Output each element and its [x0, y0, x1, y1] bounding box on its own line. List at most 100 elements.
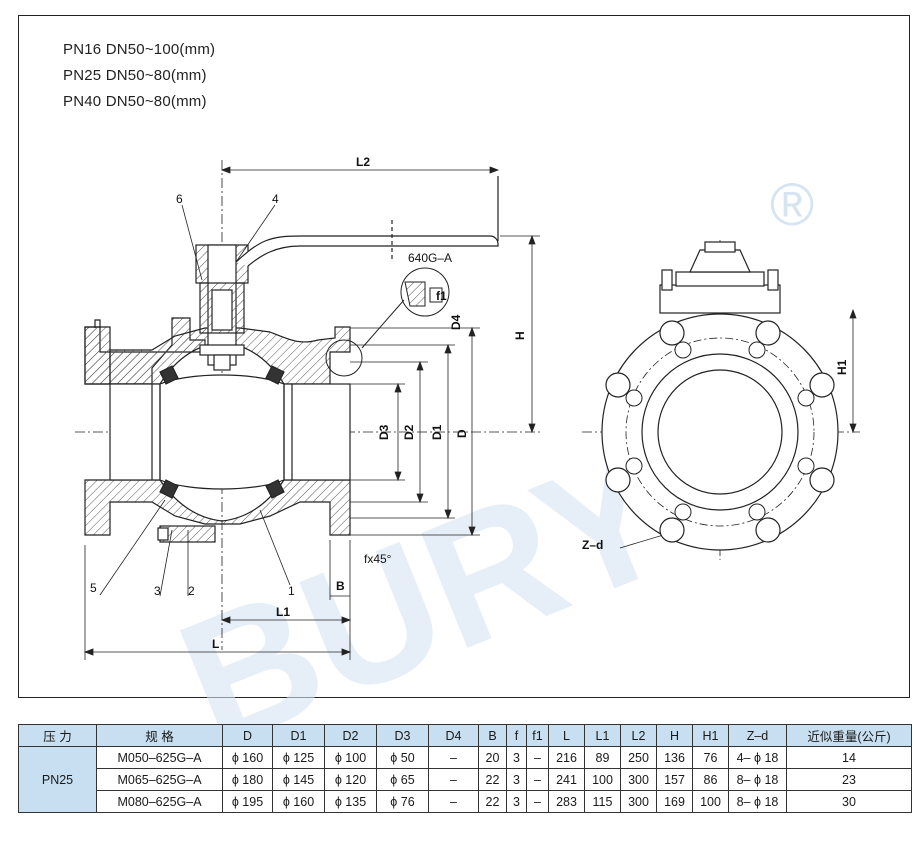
- label-chamfer: fx45°: [364, 552, 392, 566]
- table-cell: 100: [584, 768, 621, 791]
- label-zd: Z–d: [582, 538, 603, 552]
- table-cell: –: [428, 768, 479, 791]
- pressure-group-cell: PN25: [18, 746, 97, 813]
- valve-body-section: [84, 317, 351, 536]
- col-header: B: [478, 724, 507, 747]
- table-cell: 8– ϕ 18: [728, 768, 787, 791]
- table-cell: 3: [506, 790, 527, 813]
- label-l: L: [212, 637, 219, 651]
- table-cell: M065–625G–A: [96, 768, 223, 791]
- bolt-holes: [625, 341, 815, 521]
- table-cell: M050–625G–A: [96, 746, 223, 769]
- col-header: D1: [272, 724, 325, 747]
- label-l1: L1: [276, 605, 290, 619]
- table-cell: ϕ 120: [324, 768, 377, 791]
- table-cell: –: [526, 790, 549, 813]
- table-cell: ϕ 160: [222, 746, 273, 769]
- col-header: 规 格: [96, 724, 223, 747]
- table-cell: ϕ 50: [376, 746, 429, 769]
- table-cell: 115: [584, 790, 621, 813]
- valve-drawing: L2 H L L1 B D3 D2 D1 D D4 f1 fx45° 640G–…: [75, 155, 860, 660]
- col-header: H: [656, 724, 693, 747]
- label-d: D: [455, 429, 469, 438]
- drawing-labels: L2 H L L1 B D3 D2 D1 D D4 f1 fx45° 640G–…: [90, 155, 849, 651]
- label-h: H: [513, 331, 527, 340]
- table-cell: ϕ 195: [222, 790, 273, 813]
- table-cell: 22: [478, 790, 507, 813]
- table-cell: ϕ 145: [272, 768, 325, 791]
- col-header: L1: [584, 724, 621, 747]
- part-5: 5: [90, 581, 97, 595]
- spec-line-3: PN40 DN50~80(mm): [63, 93, 207, 110]
- col-header: 近似重量(公斤): [786, 724, 912, 747]
- col-header: f1: [526, 724, 549, 747]
- label-d1: D1: [430, 424, 444, 440]
- col-header: D2: [324, 724, 377, 747]
- table-cell: ϕ 65: [376, 768, 429, 791]
- detail-callouts: [325, 267, 450, 377]
- table-cell: ϕ 160: [272, 790, 325, 813]
- table-cell: 136: [656, 746, 693, 769]
- col-header: L2: [620, 724, 657, 747]
- table-cell: 23: [786, 768, 912, 791]
- label-l2: L2: [356, 155, 370, 169]
- table-cell: 169: [656, 790, 693, 813]
- table-cell: –: [428, 746, 479, 769]
- table-cell: –: [526, 746, 549, 769]
- label-d4: D4: [449, 314, 463, 330]
- table-cell: 216: [548, 746, 585, 769]
- part-1: 1: [288, 584, 295, 598]
- label-b: B: [336, 579, 345, 593]
- part-3: 3: [154, 584, 161, 598]
- flange-end-view: [601, 241, 839, 551]
- col-header: D4: [428, 724, 479, 747]
- label-f1: f1: [436, 289, 447, 303]
- table-cell: 250: [620, 746, 657, 769]
- table-cell: 89: [584, 746, 621, 769]
- table-cell: ϕ 180: [222, 768, 273, 791]
- col-header: D3: [376, 724, 429, 747]
- stem-assembly: [195, 176, 499, 371]
- table-cell: 3: [506, 768, 527, 791]
- table-cell: 300: [620, 768, 657, 791]
- dimensions-table: 压 力 规 格 D D1 D2 D3 D4 B f f1 L L1 L2 H H…: [18, 724, 912, 813]
- table-cell: 157: [656, 768, 693, 791]
- col-header: L: [548, 724, 585, 747]
- part-2: 2: [188, 584, 195, 598]
- part-4: 4: [272, 192, 279, 206]
- table-cell: ϕ 100: [324, 746, 377, 769]
- dimension-lines: [83, 166, 857, 660]
- label-d3: D3: [377, 424, 391, 440]
- col-header: f: [506, 724, 527, 747]
- table-cell: 4– ϕ 18: [728, 746, 787, 769]
- table-cell: M080–625G–A: [96, 790, 223, 813]
- table-cell: 241: [548, 768, 585, 791]
- table-cell: 22: [478, 768, 507, 791]
- part-leaders: [99, 204, 681, 597]
- label-detail: 640G–A: [408, 251, 452, 265]
- col-header: Z–d: [728, 724, 787, 747]
- table-cell: 100: [692, 790, 729, 813]
- label-h1: H1: [835, 359, 849, 375]
- table-cell: 20: [478, 746, 507, 769]
- drain-plug: [157, 525, 216, 543]
- table-cell: 14: [786, 746, 912, 769]
- col-header: D: [222, 724, 273, 747]
- spec-line-1: PN16 DN50~100(mm): [63, 41, 216, 58]
- table-cell: 86: [692, 768, 729, 791]
- watermark-registered-mark: ®: [770, 171, 814, 238]
- table-cell: ϕ 135: [324, 790, 377, 813]
- spec-line-2: PN25 DN50~80(mm): [63, 67, 207, 84]
- part-6: 6: [176, 192, 183, 206]
- table-cell: ϕ 76: [376, 790, 429, 813]
- table-cell: 3: [506, 746, 527, 769]
- table-cell: ϕ 125: [272, 746, 325, 769]
- table-cell: –: [428, 790, 479, 813]
- table-cell: 8– ϕ 18: [728, 790, 787, 813]
- table-cell: 300: [620, 790, 657, 813]
- bolt-lugs: [605, 320, 835, 543]
- col-header: H1: [692, 724, 729, 747]
